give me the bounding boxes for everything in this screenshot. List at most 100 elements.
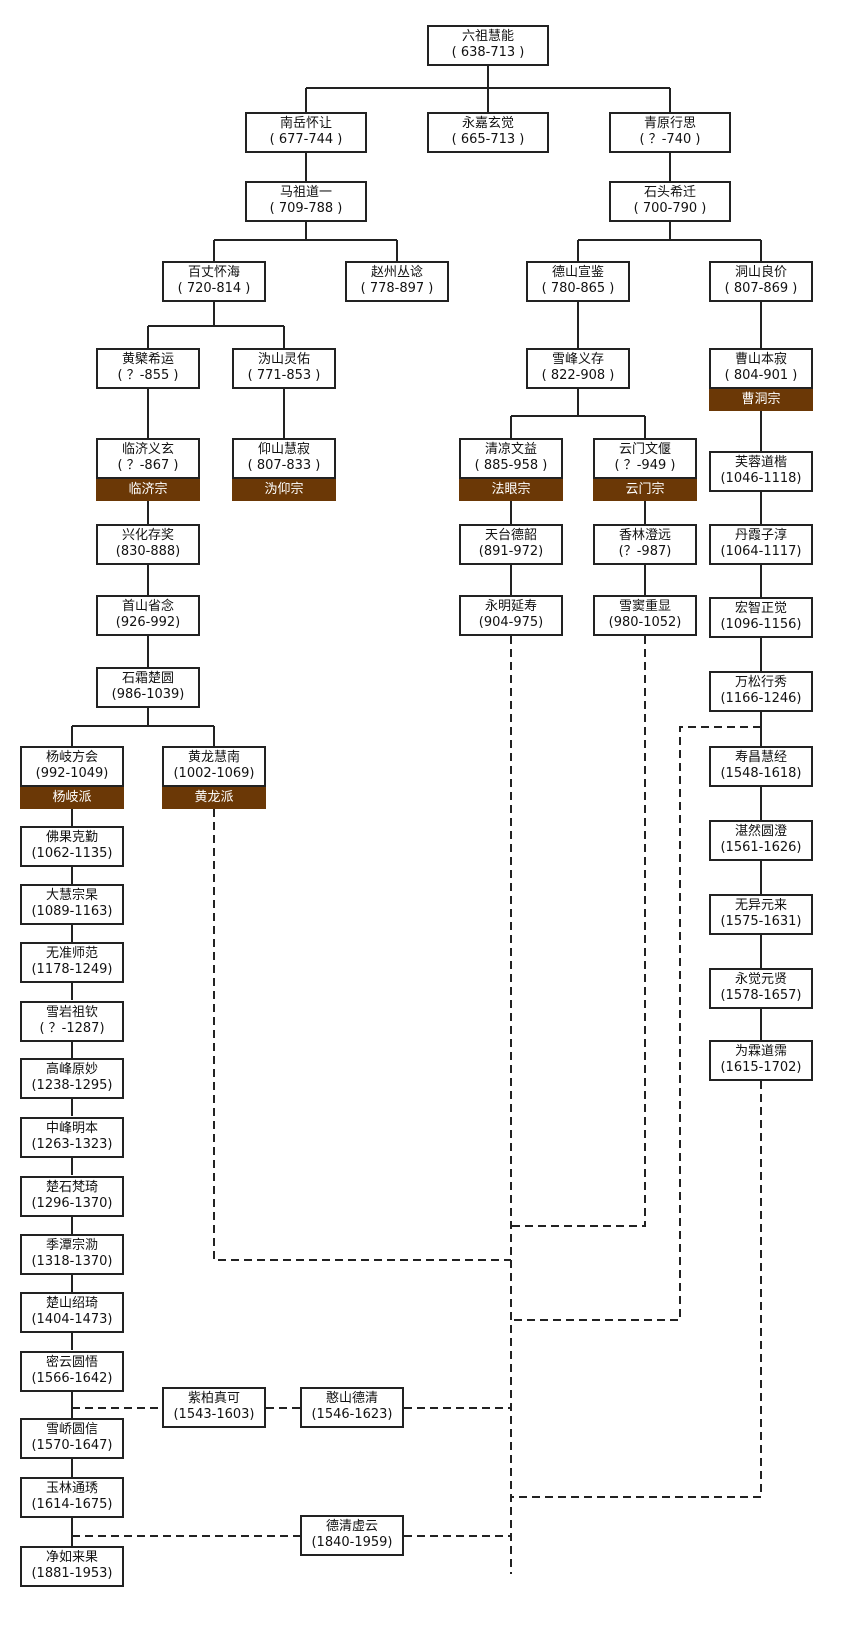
node-name: 玉林通琇: [45, 1481, 98, 1496]
node-years: ( ？-855 ): [117, 368, 179, 383]
node-name: 马祖道一: [279, 185, 332, 200]
lineage-node-weilin: 为霖道霈(1615-1702): [709, 1040, 813, 1081]
node-name: 南岳怀让: [279, 116, 332, 131]
school-label: 杨岐派: [20, 787, 124, 809]
node-years: (1543-1603): [173, 1407, 255, 1422]
node-name: 佛果克勤: [45, 830, 98, 845]
lineage-node-zhaozhou: 赵州丛谂( 778-897 ): [345, 261, 449, 302]
node-name: 雪岩祖钦: [45, 1005, 98, 1020]
lineage-node-xueyan: 雪岩祖钦( ？-1287): [20, 1001, 124, 1042]
node-years: (1296-1370): [31, 1196, 113, 1211]
node-years: ( 665-713 ): [451, 132, 525, 147]
node-name: 云门文偃: [618, 442, 671, 457]
node-years: (1002-1069): [173, 766, 255, 781]
lineage-node-shitou: 石头希迁( 700-790 ): [609, 181, 731, 222]
lineage-node-wuzhun: 无准师范(1178-1249): [20, 942, 124, 983]
node-years: ( 720-814 ): [177, 281, 251, 296]
node-years: (1570-1647): [31, 1438, 113, 1453]
node-years: ( 709-788 ): [269, 201, 343, 216]
node-name: 沩山灵佑: [257, 352, 310, 367]
node-years: ( 807-833 ): [247, 458, 321, 473]
node-name: 兴化存奖: [121, 528, 174, 543]
node-name: 德清虚云: [325, 1519, 378, 1534]
node-name: 青原行思: [643, 116, 696, 131]
lineage-node-wuyi: 无异元来(1575-1631): [709, 894, 813, 935]
dashed-connector: [511, 726, 761, 1321]
lineage-node-yongjue: 永觉元贤(1578-1657): [709, 968, 813, 1009]
node-name: 香林澄远: [618, 528, 671, 543]
node-years: (1615-1702): [720, 1060, 802, 1075]
node-years: (1578-1657): [720, 988, 802, 1003]
lineage-node-xuefeng: 雪峰义存( 822-908 ): [526, 348, 630, 389]
school-label: 曹洞宗: [709, 389, 813, 411]
lineage-node-danxia: 丹霞子淳(1064-1117): [709, 524, 813, 565]
lineage-node-qingliang: 清凉文益( 885-958 )法眼宗: [459, 438, 563, 501]
school-label: 黄龙派: [162, 787, 266, 809]
node-name: 密云圆悟: [45, 1355, 98, 1370]
node-years: (1840-1959): [311, 1535, 393, 1550]
node-years: (830-888): [115, 544, 181, 559]
node-years: (1096-1156): [720, 617, 802, 632]
lineage-node-shishuang: 石霜楚圆(986-1039): [96, 667, 200, 708]
node-name: 憨山德清: [325, 1391, 378, 1406]
node-years: ( 638-713 ): [451, 45, 525, 60]
lineage-node-hanshan: 憨山德清(1546-1623): [300, 1387, 404, 1428]
lineage-node-deshan: 德山宣鉴( 780-865 ): [526, 261, 630, 302]
lineage-node-yangshan: 仰山慧寂( 807-833 )沩仰宗: [232, 438, 336, 501]
node-years: (1881-1953): [31, 1566, 113, 1581]
node-name: 无异元来: [734, 898, 787, 913]
node-years: ( ？-949 ): [614, 458, 676, 473]
node-years: (1404-1473): [31, 1312, 113, 1327]
node-name: 百丈怀海: [187, 265, 240, 280]
node-name: 大慧宗杲: [45, 888, 98, 903]
node-name: 黄檗希运: [121, 352, 174, 367]
node-years: (1546-1623): [311, 1407, 393, 1422]
lineage-node-yongming: 永明延寿(904-975): [459, 595, 563, 636]
node-years: (1566-1642): [31, 1371, 113, 1386]
node-name: 洞山良价: [734, 265, 787, 280]
school-label: 临济宗: [96, 479, 200, 501]
node-name: 永明延寿: [484, 599, 537, 614]
node-years: ( 804-901 ): [724, 368, 798, 383]
node-name: 曹山本寂: [734, 352, 787, 367]
lineage-node-huineng: 六祖慧能( 638-713 ): [427, 25, 549, 66]
node-years: (986-1039): [111, 687, 185, 702]
school-label: 法眼宗: [459, 479, 563, 501]
node-years: (1089-1163): [31, 904, 113, 919]
node-years: ( 778-897 ): [360, 281, 434, 296]
lineage-node-baizhang: 百丈怀海( 720-814 ): [162, 261, 266, 302]
node-name: 永觉元贤: [734, 972, 787, 987]
lineage-node-hongzhi: 宏智正觉(1096-1156): [709, 597, 813, 638]
node-name: 高峰原妙: [45, 1062, 98, 1077]
node-years: (1318-1370): [31, 1254, 113, 1269]
lineage-node-chushan: 楚山绍琦(1404-1473): [20, 1292, 124, 1333]
node-name: 六祖慧能: [461, 29, 514, 44]
lineage-node-miyun: 密云圆悟(1566-1642): [20, 1351, 124, 1392]
lineage-node-huangbo: 黄檗希运( ？-855 ): [96, 348, 200, 389]
node-name: 雪窦重显: [618, 599, 671, 614]
lineage-node-yongjia: 永嘉玄觉( 665-713 ): [427, 112, 549, 153]
node-name: 石霜楚圆: [121, 671, 174, 686]
lineage-node-jingru: 净如来果(1881-1953): [20, 1546, 124, 1587]
node-years: ( ？-867 ): [117, 458, 179, 473]
lineage-node-foguo: 佛果克勤(1062-1135): [20, 826, 124, 867]
node-years: (1178-1249): [31, 962, 113, 977]
lineage-node-jitan: 季潭宗泐(1318-1370): [20, 1234, 124, 1275]
node-name: 宏智正觉: [734, 601, 787, 616]
lineage-node-furong: 芙蓉道楷(1046-1118): [709, 451, 813, 492]
dashed-connector: [511, 1081, 762, 1498]
node-years: (1166-1246): [720, 691, 802, 706]
lineage-node-yangqi: 杨岐方会(992-1049)杨岐派: [20, 746, 124, 809]
node-name: 丹霞子淳: [734, 528, 787, 543]
lineage-node-xuyun: 德清虚云(1840-1959): [300, 1515, 404, 1556]
school-label: 沩仰宗: [232, 479, 336, 501]
lineage-node-yulin: 玉林通琇(1614-1675): [20, 1477, 124, 1518]
school-label: 云门宗: [593, 479, 697, 501]
node-name: 雪峤圆信: [45, 1422, 98, 1437]
lineage-node-mazu: 马祖道一( 709-788 ): [245, 181, 367, 222]
node-years: ( 677-744 ): [269, 132, 343, 147]
node-name: 寿昌慧经: [734, 750, 787, 765]
lineage-node-weishan: 沩山灵佑( 771-853 ): [232, 348, 336, 389]
